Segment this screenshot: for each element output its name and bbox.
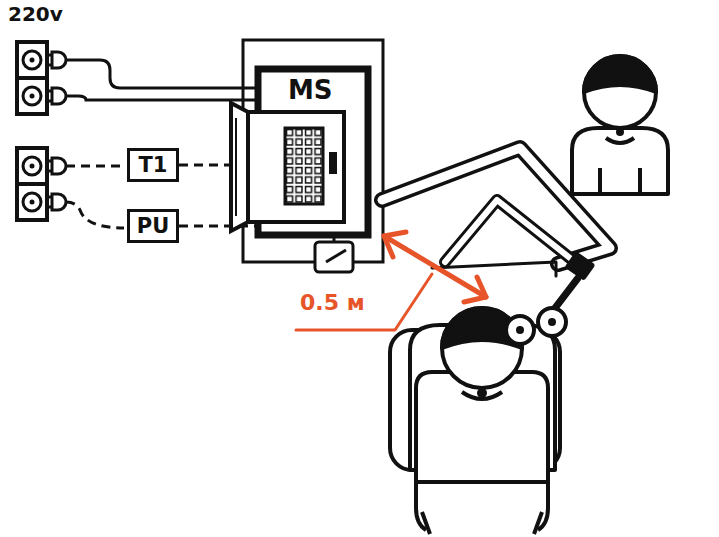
drawing-stroke: [384, 232, 406, 257]
drawing-stroke: [416, 372, 548, 482]
drawing-stroke: [296, 274, 432, 330]
workstation-box: MS: [255, 68, 370, 236]
voltage-label: 220v: [8, 3, 63, 26]
drawing-stroke: [47, 158, 66, 174]
drawing-stroke: [445, 200, 580, 266]
drawing-stroke: [66, 96, 257, 100]
dimension-label: 0.5 м: [298, 290, 367, 315]
standing-person: [572, 56, 668, 194]
node-text: MS: [288, 76, 333, 106]
mouse: [315, 236, 353, 272]
workstation-frame: [243, 40, 383, 262]
drawing-stroke: [17, 148, 47, 220]
drawing-stroke: [616, 128, 624, 136]
drawing-stroke: [329, 152, 337, 174]
drawing-stroke: [315, 242, 353, 272]
drawing-stroke: [285, 128, 323, 204]
drawing-stroke: [464, 277, 486, 302]
drawing-stroke: [17, 182, 47, 186]
drawing-stroke: [231, 103, 248, 231]
drawing-stroke: [23, 51, 41, 69]
drawing-stroke: [66, 60, 257, 88]
drawing-stroke: [23, 87, 41, 105]
outlets: [17, 42, 47, 220]
drawing-stroke: [606, 138, 634, 143]
drawing-stroke: [572, 150, 668, 192]
drawing-stroke: [23, 193, 41, 211]
power-wires: [66, 60, 257, 228]
drawing-stroke: [477, 388, 487, 398]
node-text: PU: [137, 214, 169, 238]
drawing-stroke: [584, 56, 656, 92]
seated-person: [390, 308, 560, 534]
drawing-stroke: [416, 388, 548, 530]
drawing-stroke: [23, 157, 41, 175]
plugs: [47, 52, 66, 210]
drawing-stroke: [17, 76, 47, 80]
drawing-stroke: [47, 52, 66, 68]
laptop: [231, 103, 344, 231]
drawing-stroke: [30, 94, 35, 99]
drawing-stroke: [243, 40, 383, 262]
device-box: PU: [127, 209, 179, 243]
drawing-stroke: [516, 326, 524, 334]
drawing-stroke: [30, 164, 35, 169]
drawing-stroke: [584, 56, 656, 128]
drawing-stroke: [30, 200, 35, 205]
drawing-stroke: [235, 118, 237, 216]
drawing-stroke: [326, 250, 346, 262]
drawing-stroke: [248, 112, 344, 222]
drawing-stroke: [572, 128, 668, 194]
drawing-stroke: [17, 42, 47, 114]
node-text: T1: [139, 153, 168, 177]
drawing-stroke: [506, 316, 534, 344]
drawing-stroke: [66, 165, 124, 168]
drawing-stroke: [47, 88, 66, 104]
drawing-stroke: [548, 318, 556, 326]
distance-arrow: [296, 232, 486, 330]
drawing-stroke: [445, 200, 580, 266]
drawing-stroke: [30, 58, 35, 63]
drawing-stroke: [384, 236, 486, 297]
drawing-stroke: [422, 512, 542, 534]
drawing-stroke: [538, 308, 566, 336]
head-coil: [506, 308, 566, 344]
drawing-stroke: [66, 202, 124, 228]
device-box: T1: [127, 148, 179, 182]
drawing-stroke: [47, 194, 66, 210]
